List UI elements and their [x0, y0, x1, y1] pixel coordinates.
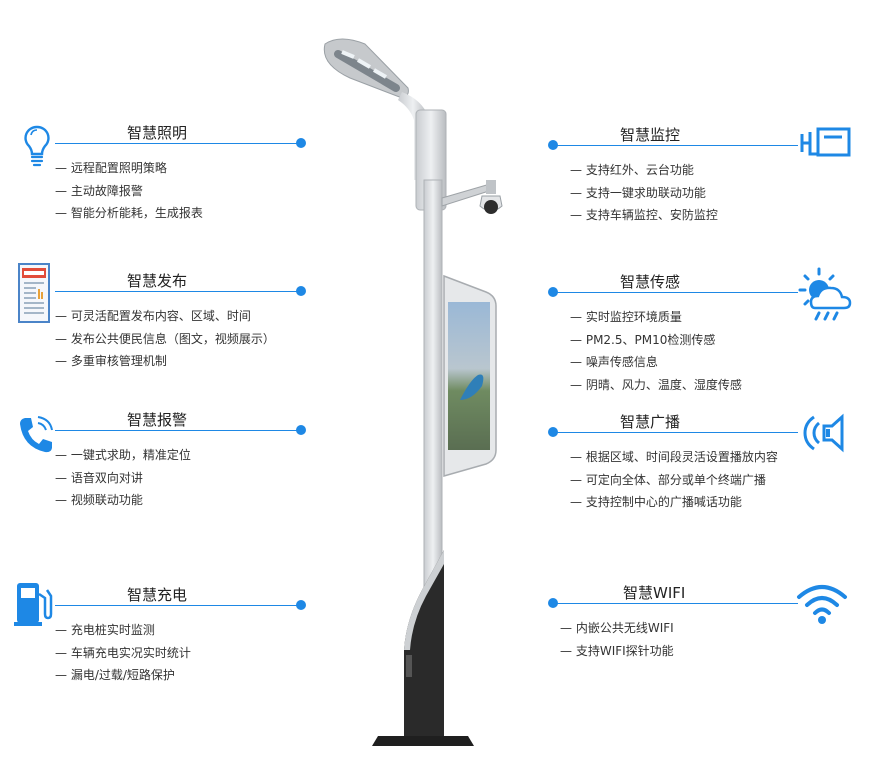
- feature-title: 智慧充电: [127, 586, 188, 604]
- feature-list: 支持红外、云台功能 支持一键求助联动功能 支持车辆监控、安防监控: [570, 159, 718, 227]
- dome-camera: [479, 180, 503, 214]
- divider-dot: [296, 286, 306, 296]
- divider-line: [55, 291, 303, 292]
- divider-line: [552, 145, 798, 146]
- divider-line: [552, 292, 798, 293]
- list-item: 支持一键求助联动功能: [570, 182, 718, 205]
- feature-list: 一键式求助，精准定位 语音双向对讲 视频联动功能: [55, 444, 191, 512]
- list-item: 远程配置照明策略: [55, 157, 203, 180]
- feature-list: 根据区域、时间段灵活设置播放内容 可定向全体、部分或单个终端广播 支持控制中心的…: [570, 446, 778, 514]
- newspaper-icon: [18, 263, 50, 323]
- list-item: 一键式求助，精准定位: [55, 444, 191, 467]
- list-item: 根据区域、时间段灵活设置播放内容: [570, 446, 778, 469]
- list-item: 主动故障报警: [55, 180, 203, 203]
- base-plate: [372, 736, 474, 746]
- speaker-icon: [803, 413, 844, 453]
- divider-line: [552, 603, 798, 604]
- feature-title: 智慧监控: [620, 126, 681, 144]
- divider-line: [55, 430, 303, 431]
- list-item: 阴晴、风力、温度、湿度传感: [570, 374, 742, 397]
- feature-list: 内嵌公共无线WIFI 支持WIFI探针功能: [560, 617, 674, 662]
- smart-pole-illustration: [323, 38, 503, 746]
- feature-list: 充电桩实时监测 车辆充电实况实时统计 漏电/过载/短路保护: [55, 619, 191, 687]
- list-item: 噪声传感信息: [570, 351, 742, 374]
- feature-title: 智慧发布: [127, 272, 188, 290]
- feature-title: 智慧广播: [620, 413, 681, 431]
- list-item: 实时监控环境质量: [570, 306, 742, 329]
- list-item: 发布公共便民信息（图文，视频展示）: [55, 328, 275, 351]
- lightbulb-icon: [24, 125, 50, 167]
- divider-dot: [296, 425, 306, 435]
- list-item: PM2.5、PM10检测传感: [570, 329, 742, 352]
- divider-dot: [296, 138, 306, 148]
- feature-title: 智慧照明: [127, 124, 188, 142]
- list-item: 支持红外、云台功能: [570, 159, 718, 182]
- list-item: 支持WIFI探针功能: [560, 640, 674, 663]
- list-item: 车辆充电实况实时统计: [55, 642, 191, 665]
- list-item: 漏电/过载/短路保护: [55, 664, 191, 687]
- lamp-head: [323, 38, 409, 99]
- list-item: 支持控制中心的广播喊话功能: [570, 491, 778, 514]
- list-item: 内嵌公共无线WIFI: [560, 617, 674, 640]
- list-item: 可灵活配置发布内容、区域、时间: [55, 305, 275, 328]
- wifi-icon: [797, 585, 847, 624]
- display-screen: [443, 274, 497, 477]
- divider-line: [552, 432, 798, 433]
- divider-line: [55, 143, 303, 144]
- feature-title: 智慧报警: [127, 411, 188, 429]
- list-item: 视频联动功能: [55, 489, 191, 512]
- pole-base-housing: [404, 550, 444, 740]
- list-item: 多重审核管理机制: [55, 350, 275, 373]
- camera-icon: [800, 127, 851, 157]
- divider-dot: [296, 600, 306, 610]
- list-item: 支持车辆监控、安防监控: [570, 204, 718, 227]
- weather-icon: [798, 267, 852, 321]
- feature-title: 智慧传感: [620, 273, 681, 291]
- feature-title: 智慧WIFI: [623, 584, 686, 602]
- list-item: 可定向全体、部分或单个终端广播: [570, 469, 778, 492]
- list-item: 充电桩实时监测: [55, 619, 191, 642]
- feature-list: 远程配置照明策略 主动故障报警 智能分析能耗，生成报表: [55, 157, 203, 225]
- phone-icon: [20, 416, 53, 453]
- divider-line: [55, 605, 303, 606]
- list-item: 语音双向对讲: [55, 467, 191, 490]
- fuel-pump-icon: [14, 583, 53, 626]
- feature-list: 实时监控环境质量 PM2.5、PM10检测传感 噪声传感信息 阴晴、风力、温度、…: [570, 306, 742, 396]
- list-item: 智能分析能耗，生成报表: [55, 202, 203, 225]
- feature-list: 可灵活配置发布内容、区域、时间 发布公共便民信息（图文，视频展示） 多重审核管理…: [55, 305, 275, 373]
